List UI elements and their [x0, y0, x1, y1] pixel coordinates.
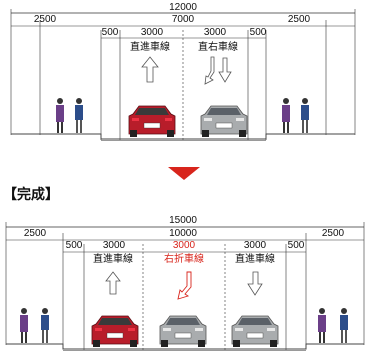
- before-shoulder-right: 500: [250, 27, 267, 38]
- pedestrian-icon: [282, 98, 290, 133]
- pedestrian-icon: [20, 308, 28, 343]
- straight-arrow-icon: [105, 271, 121, 295]
- completed-lane1-label: 直進車線: [93, 252, 133, 265]
- pedestrian-icon: [75, 98, 83, 133]
- before-road-surface: [11, 133, 355, 141]
- completed-lane1-width: 3000: [103, 240, 126, 251]
- straight-right-arrow-icon: [204, 56, 232, 85]
- right-turn-arrow-icon: [177, 271, 192, 300]
- pedestrian-icon: [41, 308, 49, 343]
- pedestrian-icon: [340, 308, 348, 343]
- before-section: 12000 2500 7000 2500 500 3000 3000 500 直…: [10, 2, 356, 141]
- straight-arrow-icon: [141, 56, 159, 83]
- red-car-icon: [91, 315, 139, 347]
- before-shoulder-left: 500: [102, 27, 119, 38]
- completed-road-surface: [6, 343, 364, 351]
- completed-heading: 【完成】: [3, 186, 59, 203]
- before-lane1-width: 3000: [141, 27, 164, 38]
- red-car-icon: [128, 105, 176, 137]
- completed-lane3-width: 3000: [244, 240, 267, 251]
- completed-sidewalk-right: 2500: [322, 228, 345, 239]
- completed-roadway-width: 10000: [169, 228, 197, 239]
- pedestrian-icon: [318, 308, 326, 343]
- completed-total-width: 15000: [169, 215, 197, 226]
- before-total-width: 12000: [169, 2, 197, 13]
- transition-arrow-icon: [168, 167, 200, 180]
- pedestrian-icon: [301, 98, 309, 133]
- straight-down-arrow-icon: [247, 271, 263, 296]
- before-sidewalk-left: 2500: [34, 14, 57, 25]
- silver-car-icon: [159, 315, 207, 347]
- before-lane1-label: 直進車線: [130, 40, 170, 53]
- completed-sidewalk-left: 2500: [24, 228, 47, 239]
- completed-shoulder-right: 500: [288, 240, 305, 251]
- completed-lane2-width: 3000: [173, 240, 196, 251]
- completed-lane3-label: 直進車線: [235, 252, 275, 265]
- pedestrian-icon: [56, 98, 64, 133]
- silver-car-icon: [231, 315, 279, 347]
- completed-section: 15000 2500 10000 2500 500 3000 3000 3000…: [5, 215, 365, 351]
- completed-shoulder-left: 500: [66, 240, 83, 251]
- before-sidewalk-right: 2500: [288, 14, 311, 25]
- before-lane2-label: 直右車線: [198, 40, 238, 53]
- before-lane2-width: 3000: [204, 27, 227, 38]
- silver-car-icon: [200, 105, 248, 137]
- before-roadway-width: 7000: [172, 14, 195, 25]
- completed-lane2-label: 右折車線: [164, 252, 204, 265]
